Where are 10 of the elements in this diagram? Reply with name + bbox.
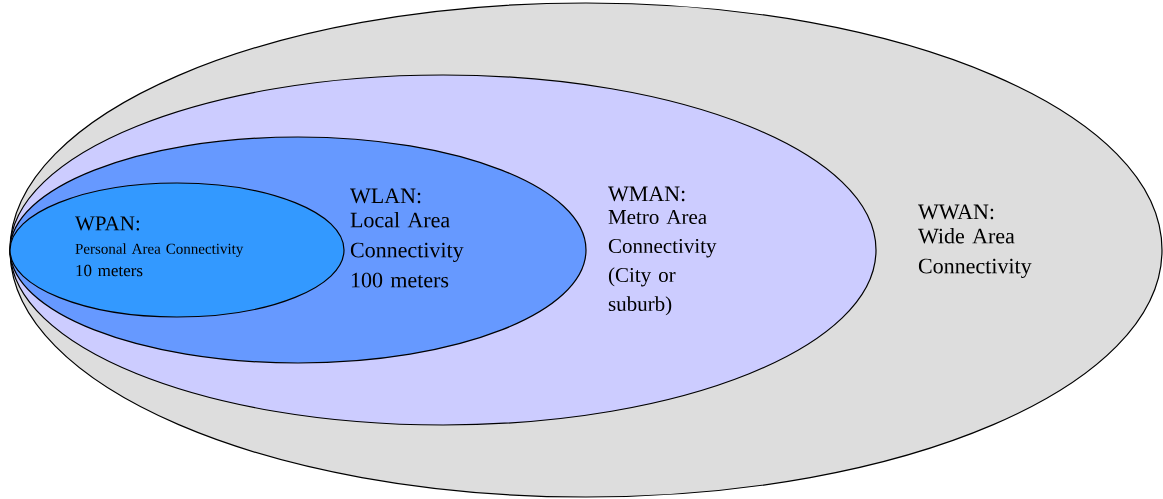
region-heading: WMAN: [608,186,685,202]
region-heading: WPAN: [75,216,140,231]
range-text: 10 meters [76,264,143,277]
region-description: Personal Area Connectivity [75,243,244,257]
region-heading: WLAN: [350,188,421,204]
range-text: 100 meters [351,272,449,288]
region-description: Wide Area Connectivity [918,228,1032,278]
region-description: Metro Area Connectivity (City or suburb) [608,210,717,316]
region-heading: WWAN: [918,204,994,220]
region-description: Local Area Connectivity [350,212,464,262]
